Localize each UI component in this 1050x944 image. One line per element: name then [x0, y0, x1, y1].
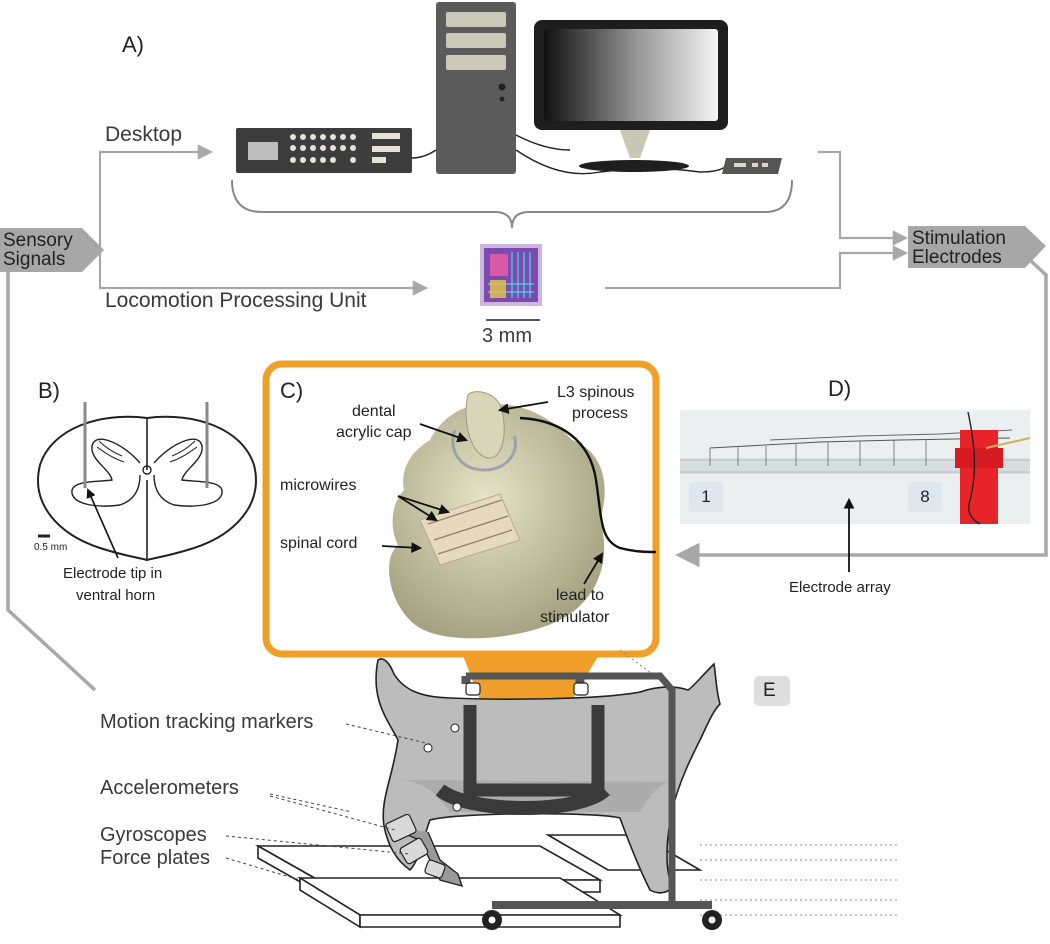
- stimulation-electrodes-tag: [908, 226, 1046, 268]
- gyroscopes-label: Gyroscopes: [100, 824, 207, 846]
- stimulation-electrodes-label: Stimulation Electrodes: [912, 229, 1006, 268]
- electrode-1-tag: 1: [689, 482, 723, 512]
- chip-icon: [480, 244, 542, 306]
- acquisition-box-icon: [236, 128, 412, 173]
- markers-label: Motion tracking markers: [100, 711, 314, 733]
- microwires-label: microwires: [280, 477, 357, 494]
- sensory-line-1: Sensory: [3, 230, 73, 251]
- stim-line-2: Electrodes: [912, 247, 1002, 269]
- support-frame: [461, 672, 712, 909]
- cat-silhouette: [375, 658, 721, 894]
- frame-clips: [465, 682, 589, 696]
- stimulator-box-icon: [722, 158, 782, 174]
- frame-wheels: [482, 910, 722, 930]
- stim-line-1: Stimulation: [912, 228, 1006, 249]
- sensory-line-2: Signals: [3, 249, 66, 271]
- sensory-signals-tag: [0, 228, 104, 272]
- electrode-8-tag: 8: [908, 482, 942, 512]
- b-tip-line-2: ventral horn: [76, 587, 156, 604]
- lead-line-1: lead to: [556, 587, 605, 604]
- electrode-array-label: Electrode array: [789, 579, 891, 596]
- c-pointer-arrows: [381, 401, 604, 585]
- vertebra-render: [389, 391, 657, 639]
- pc-tower-icon: [436, 2, 516, 174]
- panel-label-e: E: [763, 680, 776, 701]
- desktop-brace: [231, 179, 793, 229]
- signal-flow-arrows: [6, 144, 1048, 692]
- lpu-label: Locomotion Processing Unit: [105, 289, 367, 312]
- cap-line-2: acrylic cap: [336, 424, 412, 441]
- spinal-cord-cross-section: [37, 415, 257, 562]
- electrode-shanks: [83, 402, 209, 488]
- l3-line-1: L3 spinous: [557, 384, 635, 401]
- l3-line-2: process: [572, 405, 629, 422]
- cables: [411, 134, 727, 175]
- chip-scale-label: 3 mm: [482, 325, 532, 347]
- b-scale-label: 0.5 mm: [34, 542, 68, 553]
- monitor-icon: [534, 20, 728, 172]
- b-tip-line-1: Electrode tip in: [63, 565, 163, 582]
- force-plates-label: Force plates: [100, 847, 211, 869]
- sensory-signals-label: Sensory Signals: [3, 231, 73, 270]
- panel-label-a: A): [122, 32, 144, 57]
- e-label-box: [754, 676, 790, 706]
- spinal-cord-label: spinal cord: [280, 535, 358, 552]
- cap-line-1: dental: [352, 403, 396, 420]
- lead-line-2: stimulator: [540, 609, 610, 626]
- sensor-leader-lines: [225, 723, 431, 881]
- panel-label-d: D): [828, 376, 852, 401]
- electrode-array-photo: [680, 410, 1031, 525]
- accelerometers-label: Accelerometers: [100, 777, 239, 799]
- b-tip-arrow: [86, 488, 119, 559]
- panel-label-b: B): [38, 378, 60, 403]
- panel-label-c: C): [280, 378, 304, 403]
- desktop-label: Desktop: [105, 123, 183, 146]
